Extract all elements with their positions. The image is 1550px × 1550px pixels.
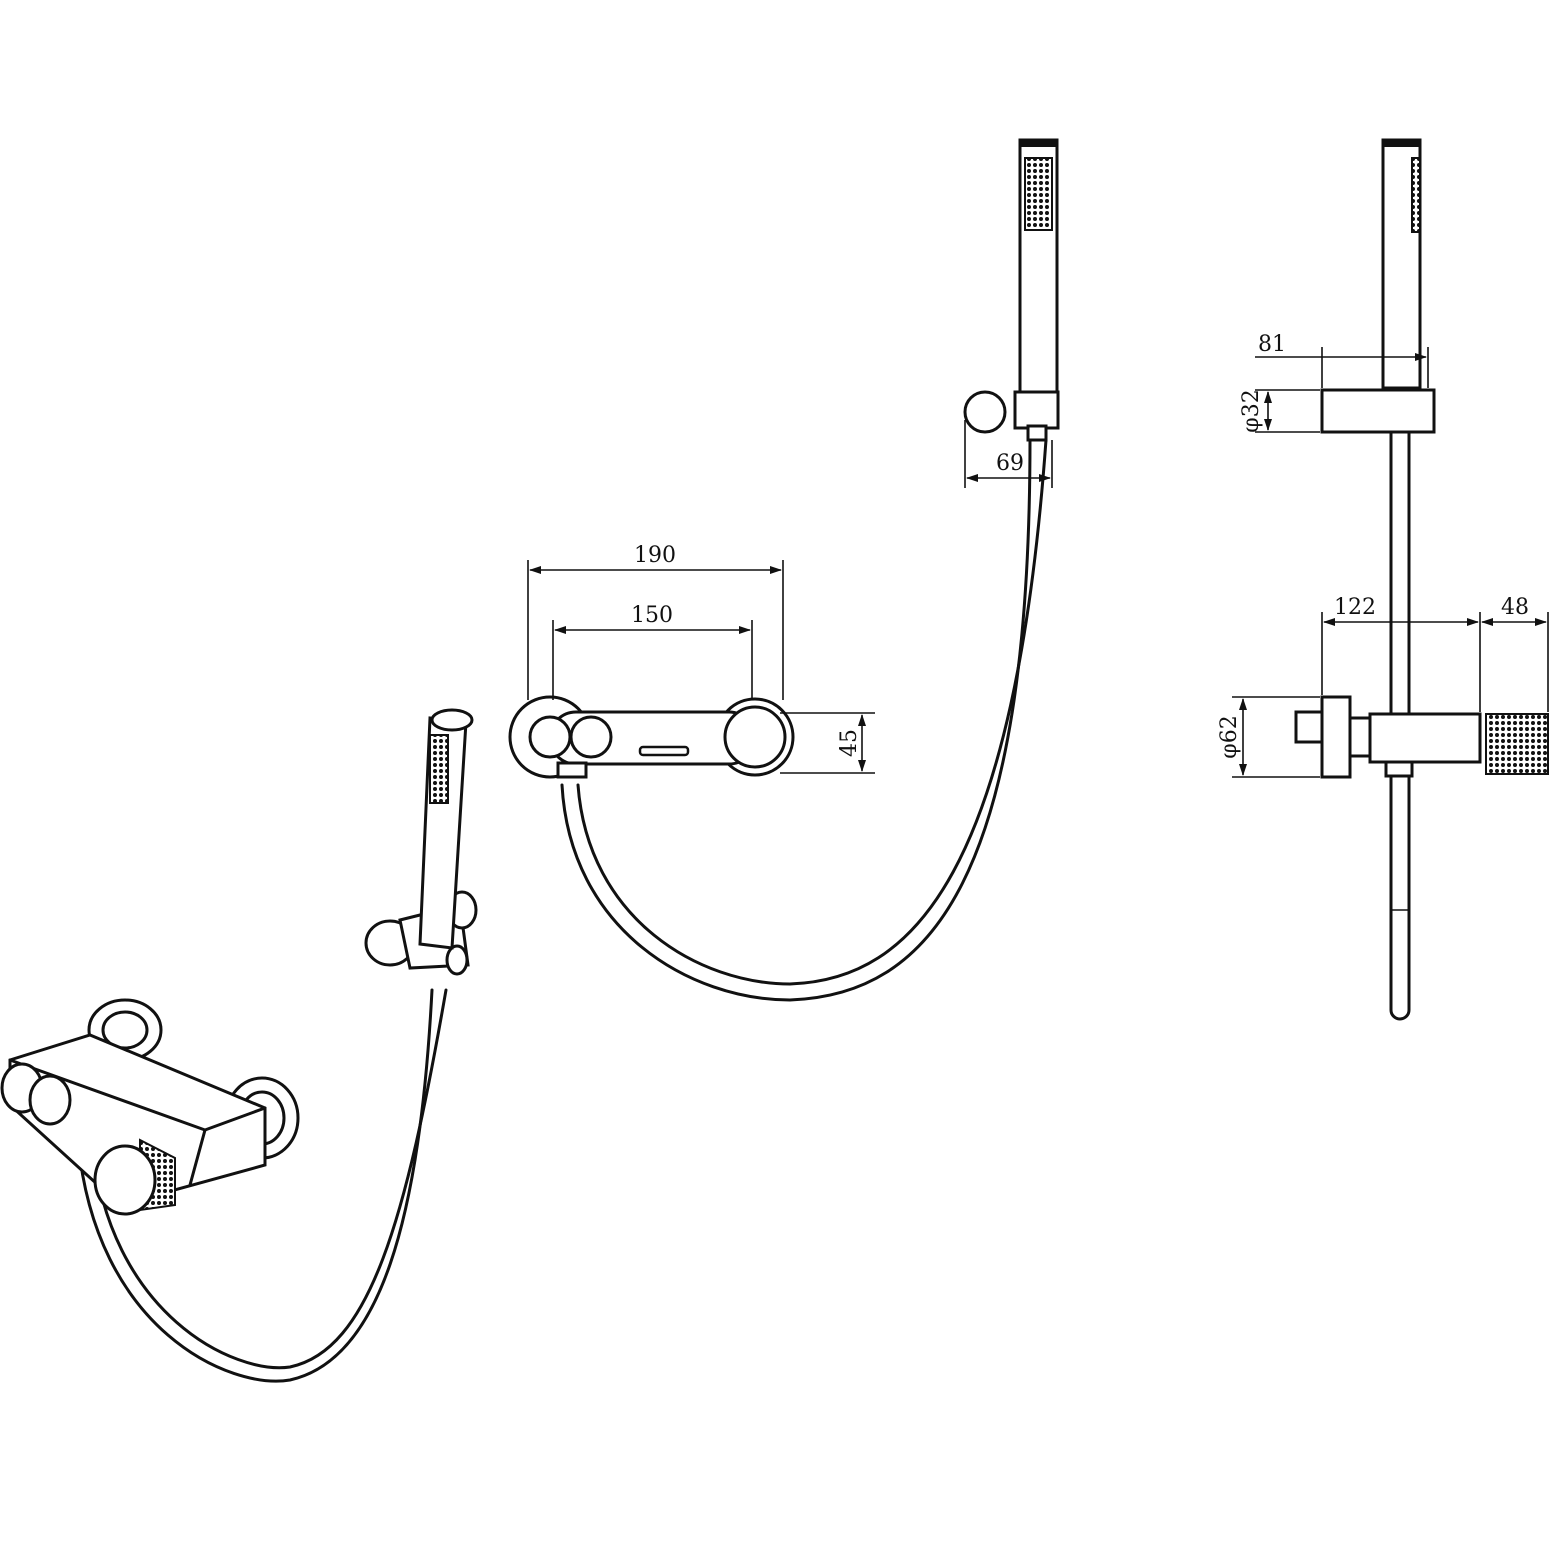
perspective-view bbox=[0, 708, 478, 1383]
hand-shower-side bbox=[1381, 138, 1422, 390]
dimension-lines-side: 81 φ32 122 48 φ62 bbox=[1217, 332, 1549, 778]
dim-69: 69 bbox=[996, 451, 1024, 476]
dim-81: 81 bbox=[1258, 332, 1286, 357]
dim-190: 190 bbox=[634, 543, 676, 568]
mixer-side bbox=[1294, 695, 1549, 779]
front-view: 190 150 45 69 bbox=[508, 138, 1060, 1002]
hose-front bbox=[560, 438, 1032, 1002]
dim-phi62: φ62 bbox=[1217, 715, 1242, 758]
hose-side bbox=[1389, 428, 1411, 1021]
dim-150: 150 bbox=[631, 603, 673, 628]
side-view: 81 φ32 122 48 φ62 bbox=[1217, 138, 1549, 1021]
dimension-lines-front: 190 150 45 69 bbox=[527, 420, 1053, 774]
mixer-perspective bbox=[0, 998, 300, 1216]
dim-48: 48 bbox=[1501, 595, 1529, 620]
hose-perspective bbox=[76, 988, 434, 1383]
mixer-front bbox=[508, 695, 795, 779]
wall-holder-side bbox=[1320, 388, 1436, 434]
dim-45: 45 bbox=[837, 729, 862, 757]
hand-shower-perspective bbox=[418, 708, 474, 950]
wall-holder-front bbox=[963, 390, 1060, 442]
hand-shower-front bbox=[1018, 138, 1059, 394]
dim-122: 122 bbox=[1334, 595, 1376, 620]
dim-phi32: φ32 bbox=[1239, 389, 1264, 432]
